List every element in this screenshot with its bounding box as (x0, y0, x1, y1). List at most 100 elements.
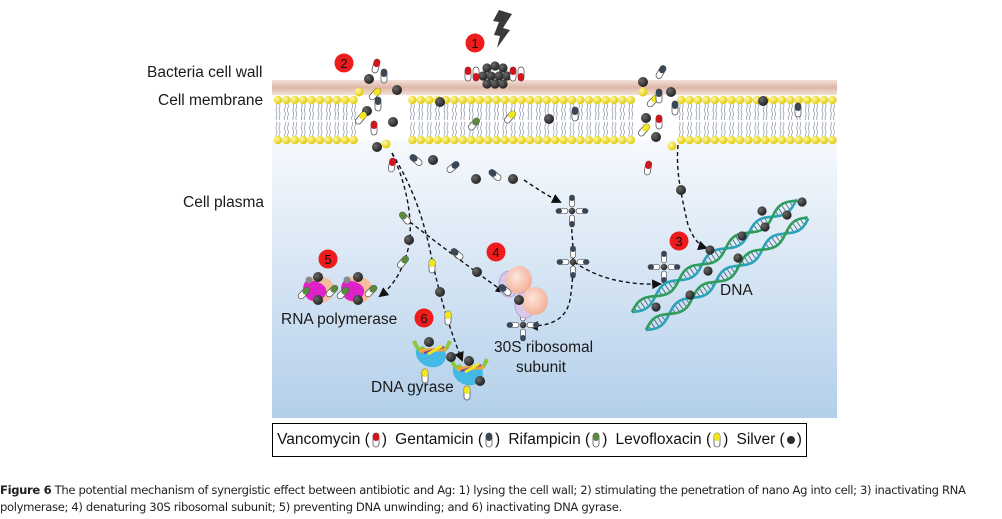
lipid-tail (429, 121, 432, 139)
lipid-tail (723, 121, 726, 139)
silver-particle-icon (514, 295, 524, 305)
lipid-tail (502, 103, 505, 121)
lipid-tail (623, 103, 625, 121)
levofloxacin-capsule-icon (368, 87, 382, 101)
lipid-head (458, 135, 467, 145)
lipid-head (500, 135, 509, 145)
lipid-head (609, 95, 619, 105)
levofloxacin-capsule-icon (713, 432, 721, 448)
levofloxacin-capsule-icon (421, 368, 429, 384)
legend-label: Gentamicin ( (395, 431, 484, 448)
lipid-tail (463, 121, 466, 139)
lipid-tail (611, 121, 614, 139)
lipid-tail (782, 121, 785, 139)
molecules-layer (297, 58, 810, 401)
lipid-tail (287, 121, 289, 139)
silver-particle-icon (392, 85, 402, 95)
ribosome-label-line1: 30S ribosomal (494, 339, 593, 356)
lipid-head (341, 135, 350, 145)
lipid-tail (317, 103, 320, 121)
silver-complex (647, 250, 681, 284)
lipid-tail (337, 121, 340, 139)
lipid-tail (303, 103, 306, 121)
lipid-tail (762, 121, 765, 139)
silver-particle-icon (544, 114, 554, 124)
lipid-head (282, 95, 291, 105)
lipid-tail (712, 121, 715, 139)
lipid-tail (620, 121, 622, 139)
lipid-tail (771, 121, 773, 139)
lipid-head (626, 95, 635, 105)
lipid-head (542, 95, 551, 105)
silver-particle-icon (404, 235, 414, 245)
lipid-head (517, 95, 526, 105)
lipid-tail (804, 103, 807, 121)
lipid-tail (614, 121, 617, 139)
arrow-to-dna (676, 144, 708, 251)
lipid-tail (824, 121, 827, 139)
lipid-tail (485, 103, 488, 121)
lipid-tail (771, 103, 773, 121)
lipid-head (324, 135, 333, 145)
silver-particle-icon (786, 436, 795, 444)
caption-label: Figure 6 (0, 483, 52, 497)
lipid-tail (530, 121, 533, 139)
lipid-tail (530, 103, 533, 121)
step-badge-3: 3 (669, 231, 689, 251)
lipid-head (719, 95, 728, 105)
gentamicin-capsule-icon (446, 161, 460, 173)
lipid-tail (519, 103, 521, 121)
lipid-tail (435, 121, 437, 139)
lipid-head (735, 135, 745, 145)
rifampicin-capsule-icon (399, 211, 411, 225)
vancomycin-capsule-icon (472, 66, 480, 82)
silver-particle-icon (471, 174, 481, 184)
silver-complex (555, 194, 589, 228)
lipid-head (509, 135, 518, 145)
rifampicin-capsule-icon (336, 286, 350, 300)
lipid-head (450, 95, 459, 105)
lipid-head (702, 135, 711, 145)
silver-particle-icon (446, 352, 456, 362)
lipid-head (425, 95, 434, 105)
lipid-tail (757, 121, 760, 139)
lipid-tail (295, 103, 298, 121)
lipid-tail (287, 103, 289, 121)
cell-wall-label: Bacteria cell wall (147, 64, 263, 81)
lipid-tail (597, 121, 600, 139)
lipid-head (618, 95, 627, 105)
lipid-tail (690, 103, 692, 121)
lipid-head (534, 95, 543, 105)
lipid-tail (779, 103, 782, 121)
lipid-head (576, 135, 585, 145)
legend-suffix: ) (495, 431, 501, 448)
lipid-head (794, 135, 803, 145)
lipid-head (492, 95, 501, 105)
lipid-tail (334, 103, 337, 121)
lipid-head (601, 135, 610, 145)
lipid-tail (295, 121, 298, 139)
silver-particle-icon (502, 71, 512, 81)
lipid-tail (720, 103, 723, 121)
lipid-tail (729, 121, 731, 139)
lipid-tail (824, 103, 827, 121)
lipid-head (500, 95, 509, 105)
silver-particle-icon (685, 290, 695, 300)
arrow-to-dna-gyrase (391, 152, 464, 362)
lipid-head (777, 135, 787, 145)
lipid-head (626, 135, 635, 145)
vancomycin-capsule-icon (464, 66, 472, 82)
gentamicin-capsule-icon (450, 248, 464, 260)
lipid-head (819, 95, 829, 105)
lipid-tail (833, 121, 835, 139)
step-badge-1: 1 (465, 33, 485, 53)
lipid-head (349, 135, 358, 145)
lipid-tail (555, 103, 558, 121)
lipid-head (601, 95, 610, 105)
gentamicin-capsule-icon (794, 102, 802, 118)
lipid-tail (581, 103, 583, 121)
lipid-tail (597, 103, 600, 121)
lipid-tail (589, 103, 592, 121)
lipid-head (467, 95, 476, 105)
lipid-head (307, 135, 316, 145)
